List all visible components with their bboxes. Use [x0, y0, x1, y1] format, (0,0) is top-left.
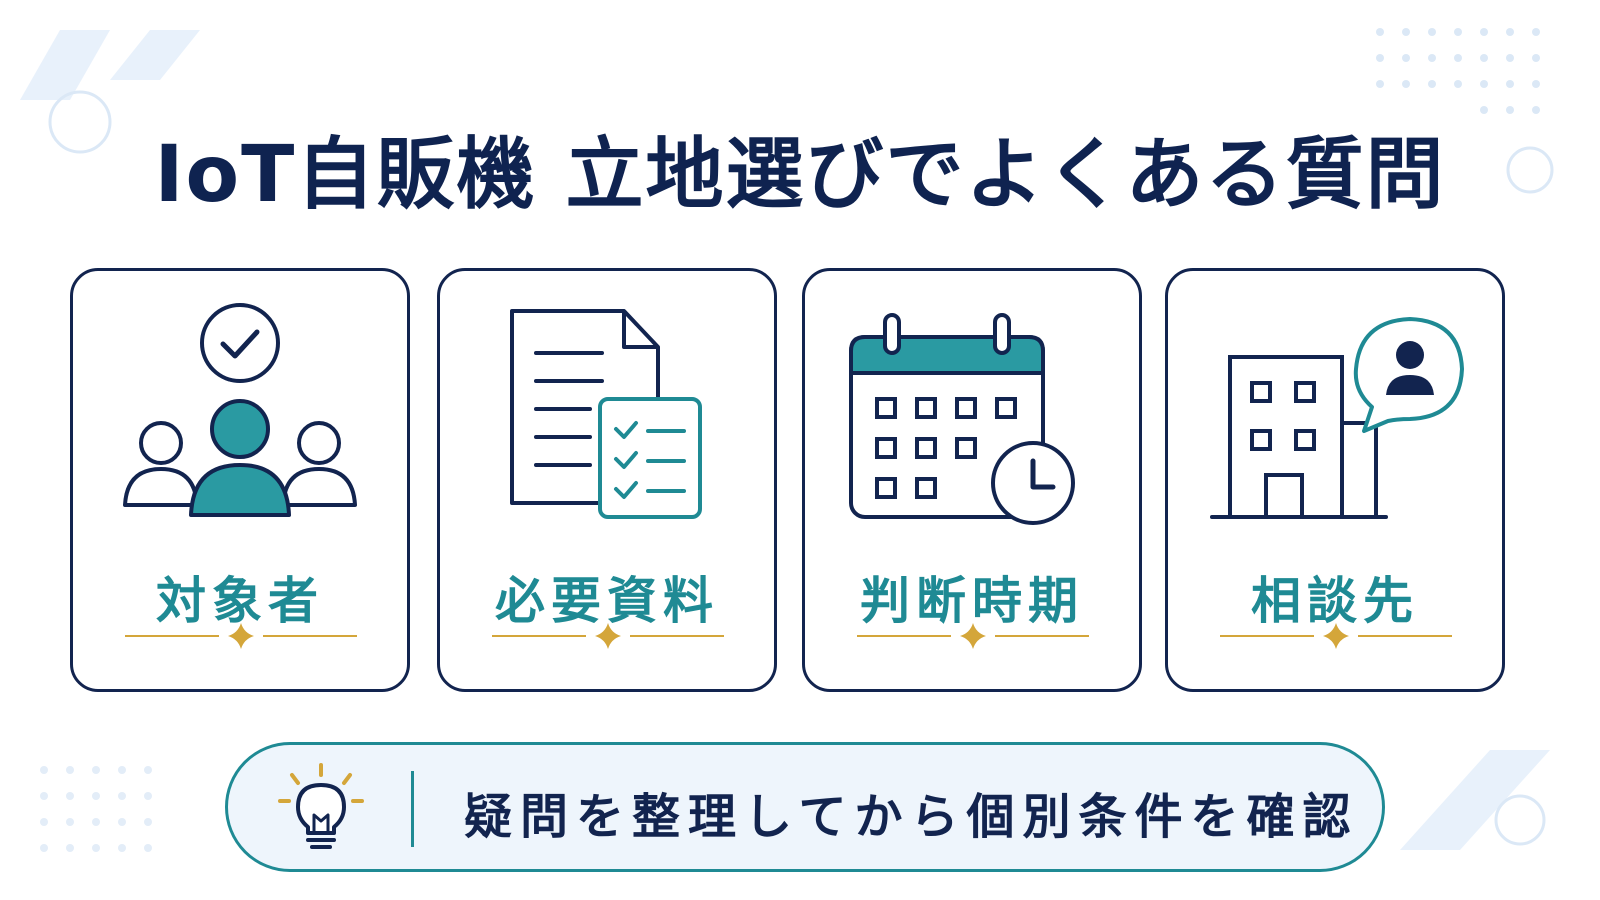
banner-separator [411, 771, 414, 847]
decor-top-left [20, 30, 200, 154]
people-check-icon [123, 303, 357, 517]
summary-banner: 疑問を整理してから個別条件を確認 [225, 742, 1385, 872]
card-timing[interactable]: 判断時期 [802, 268, 1142, 692]
lightbulb-icon [278, 763, 364, 849]
card-label-timing: 判断時期 [860, 572, 1084, 630]
card-label-documents: 必要資料 [495, 572, 719, 630]
gold-divider [1220, 623, 1452, 649]
gold-divider [125, 623, 357, 649]
decor-bottom-right [1400, 750, 1550, 850]
gold-divider [857, 623, 1089, 649]
decor-right-circle [1506, 146, 1554, 194]
page-title: IoT自販機 立地選びでよくある質問 [154, 130, 1446, 220]
calendar-clock-icon [849, 313, 1075, 525]
document-checklist-icon [510, 309, 702, 519]
decor-top-right-dots [1376, 28, 1540, 114]
card-consultation[interactable]: 相談先 [1165, 268, 1505, 692]
building-speech-icon [1210, 317, 1464, 519]
card-target[interactable]: 対象者 [70, 268, 410, 692]
card-label-consultation: 相談先 [1251, 572, 1419, 630]
banner-text: 疑問を整理してから個別条件を確認 [464, 789, 1359, 845]
card-label-target: 対象者 [156, 572, 324, 630]
decor-bottom-left-dots [40, 766, 152, 852]
card-documents[interactable]: 必要資料 [437, 268, 777, 692]
gold-divider [492, 623, 724, 649]
